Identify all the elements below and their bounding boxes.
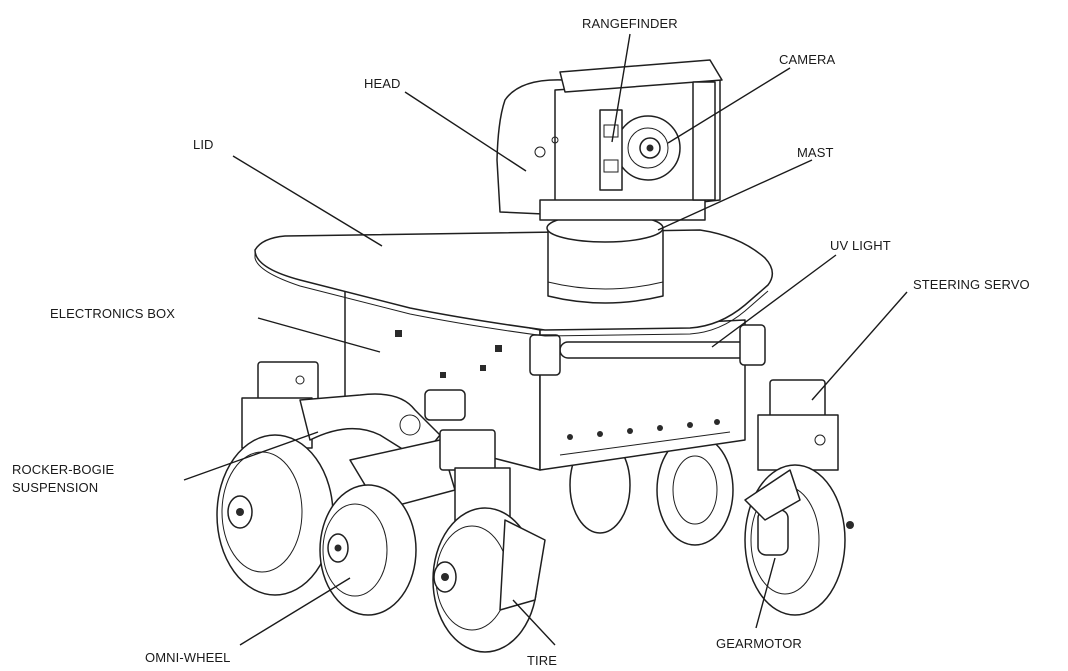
label-uv-light: UV LIGHT bbox=[830, 238, 891, 253]
rangefinder-sensor bbox=[599, 109, 623, 191]
label-rangefinder: RANGEFINDER bbox=[582, 16, 678, 31]
leader-lines bbox=[183, 33, 908, 646]
label-lid: LID bbox=[193, 137, 214, 152]
lid-plate bbox=[254, 229, 774, 337]
camera-body bbox=[615, 115, 681, 181]
label-omni-wheel: OMNI-WHEEL bbox=[145, 650, 231, 665]
label-mast: MAST bbox=[797, 145, 834, 160]
gearmotor-wheel bbox=[744, 464, 854, 616]
right-steering-servo bbox=[757, 379, 839, 471]
label-tire: TIRE bbox=[527, 653, 558, 668]
label-head: HEAD bbox=[364, 76, 401, 91]
mast bbox=[546, 213, 664, 304]
label-electronics-box: ELECTRONICS BOX bbox=[50, 306, 176, 321]
head bbox=[496, 59, 723, 221]
label-gearmotor: GEARMOTOR bbox=[716, 636, 802, 651]
front-left-wheel bbox=[216, 434, 334, 596]
label-camera: CAMERA bbox=[779, 52, 836, 67]
label-rocker-bogie-line1: ROCKER-BOGIE bbox=[12, 462, 115, 477]
front-tire bbox=[432, 507, 546, 653]
label-rocker-bogie: ROCKER-BOGIE SUSPENSION bbox=[12, 462, 114, 495]
uv-light bbox=[529, 324, 766, 376]
omni-wheel bbox=[319, 484, 417, 616]
label-rocker-bogie-line2: SUSPENSION bbox=[12, 480, 99, 495]
label-steering-servo: STEERING SERVO bbox=[913, 277, 1030, 292]
